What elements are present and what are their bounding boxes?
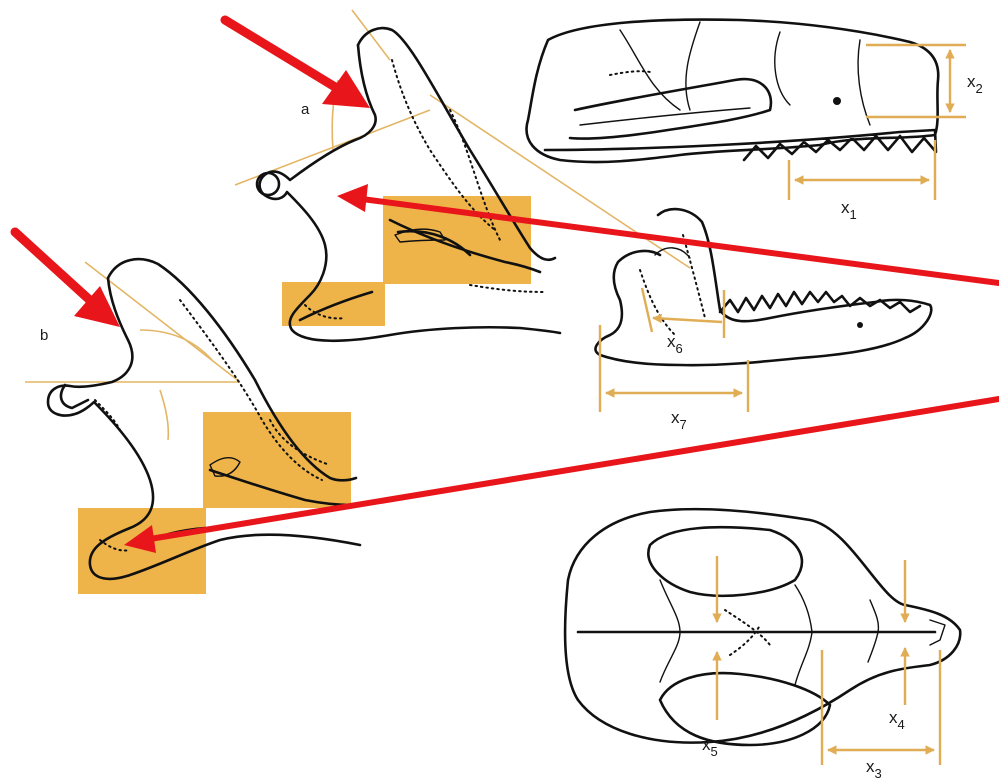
measure-guide	[642, 288, 652, 332]
label-x7: x7	[671, 408, 687, 432]
suture-line	[580, 108, 750, 125]
annotation-arrows	[15, 20, 999, 553]
red-arrow-a-notch	[225, 20, 370, 108]
label-b: b	[40, 327, 48, 344]
suture-line	[858, 40, 870, 125]
orbit-lower	[660, 673, 830, 745]
stipple	[730, 625, 760, 655]
label-x6: x6	[667, 332, 683, 356]
skull-dorsal-view: x5 x4 x3	[565, 509, 960, 781]
label-x4: x4	[889, 708, 905, 732]
condyle-head	[61, 385, 88, 408]
label-x3: x3	[866, 757, 882, 781]
red-arrow-b-notch	[15, 232, 120, 327]
mandible-lateral-view: x6 x7	[595, 209, 931, 432]
stipple	[725, 610, 770, 645]
highlight-box	[203, 412, 351, 508]
stipple	[683, 235, 705, 318]
guide-arc	[160, 390, 168, 440]
mandible-detail-a: a	[235, 10, 690, 341]
label-x5: x5	[702, 735, 718, 759]
foramen-mark	[833, 97, 841, 105]
label-x2: x2	[967, 72, 983, 96]
skull-outline	[527, 20, 939, 163]
label-a: a	[301, 101, 310, 118]
suture-line	[795, 585, 812, 685]
dorsal-skull-outline	[565, 509, 960, 742]
foramen-mark	[857, 322, 863, 328]
label-x1: x1	[841, 198, 857, 222]
upper-teeth	[545, 130, 936, 160]
stipple	[610, 71, 650, 75]
suture-line	[686, 22, 700, 110]
orbit-upper	[648, 527, 802, 596]
suture-line	[775, 32, 790, 105]
stipple	[470, 285, 545, 292]
guide-arc	[140, 330, 212, 360]
skull-lateral-view: x2 x1	[527, 20, 983, 222]
